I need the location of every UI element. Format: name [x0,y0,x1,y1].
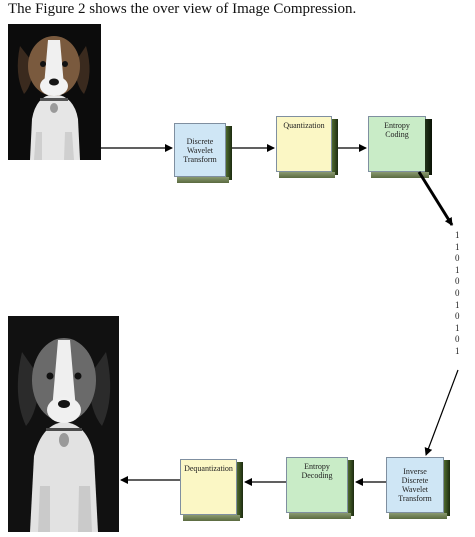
arrow-bits-to-idwt [426,370,458,455]
arrow-entropy-to-bits [419,172,452,225]
